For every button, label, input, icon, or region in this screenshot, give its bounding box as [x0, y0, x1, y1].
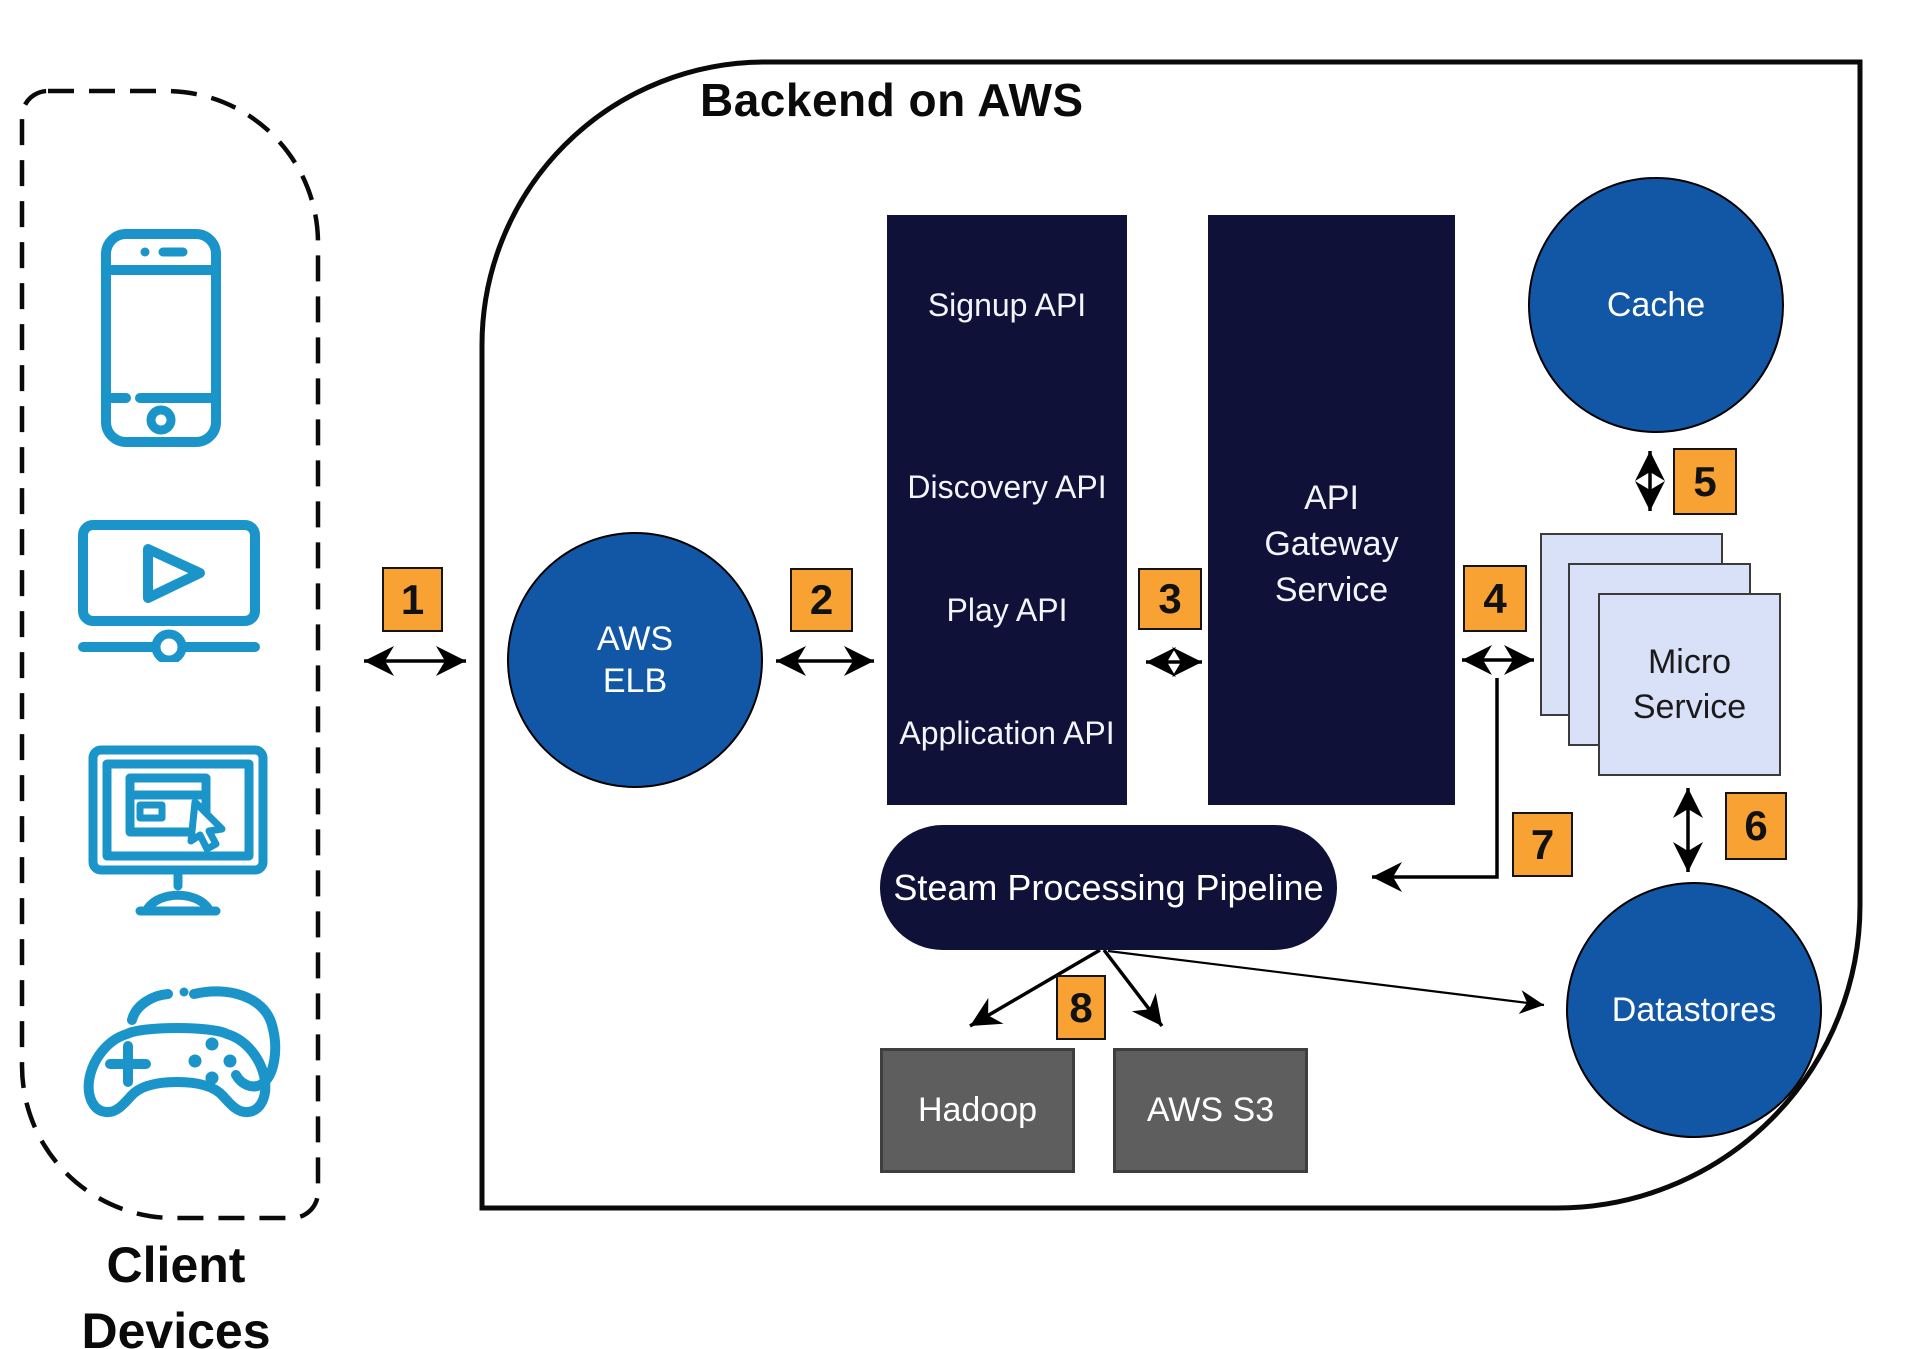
step-badge-7: 7 [1512, 812, 1573, 877]
step-badge-4: 4 [1463, 565, 1527, 632]
discovery-api-label: Discovery API [907, 469, 1107, 505]
step-badge-2: 2 [790, 568, 853, 632]
step-badge-3: 3 [1138, 568, 1202, 630]
api-gateway-box: API Gateway Service [1208, 215, 1455, 805]
backend-title: Backend on AWS [700, 74, 1084, 126]
step-badge-1: 1 [382, 567, 443, 632]
arrow-7-micro-pipeline [1372, 678, 1499, 892]
aws-elb-label: AWS ELB [597, 618, 673, 703]
play-api-label: Play API [946, 592, 1068, 628]
datastores-label: Datastores [1611, 990, 1777, 1029]
client-devices-label: Client Devices [26, 1232, 326, 1349]
smartphone-icon [101, 229, 221, 447]
client-label-line1: Client [106, 1237, 246, 1293]
hadoop-label: Hadoop [917, 1091, 1038, 1129]
aws-elb-node: AWS ELB [507, 532, 763, 788]
step-badge-5: 5 [1673, 448, 1737, 515]
hadoop-node: Hadoop [880, 1048, 1075, 1173]
aws-s3-node: AWS S3 [1113, 1048, 1308, 1173]
apis-box: Signup API Discovery API Play API Applic… [887, 215, 1127, 805]
micro-service-label: Micro Service [1632, 643, 1747, 726]
arrow-8-pipeline-hadoop [969, 948, 1101, 1028]
backend-container [479, 59, 1863, 1211]
client-devices-container [19, 88, 321, 1221]
steam-processing-pipeline-node: Steam Processing Pipeline [880, 825, 1337, 950]
arrow-pipeline-datastores [1107, 949, 1545, 1014]
signup-api-label: Signup API [927, 287, 1087, 323]
desktop-browser-icon [88, 745, 268, 916]
video-player-icon [78, 520, 260, 662]
gamepad-icon [83, 986, 281, 1118]
application-api-label: Application API [899, 715, 1115, 751]
aws-s3-label: AWS S3 [1146, 1091, 1275, 1129]
arrow-8-pipeline-s3 [1102, 948, 1164, 1028]
cache-label: Cache [1606, 285, 1706, 324]
micro-service-card-front: Micro Service [1598, 593, 1781, 776]
aws-elb-line1: AWS [596, 619, 674, 658]
step-badge-8: 8 [1056, 975, 1106, 1040]
cache-node: Cache [1528, 177, 1784, 433]
datastores-node: Datastores [1566, 882, 1822, 1138]
steam-processing-pipeline-label: Steam Processing Pipeline [893, 866, 1324, 908]
api-gateway-label: API Gateway Service [1264, 479, 1399, 609]
aws-elb-line2: ELB [602, 662, 668, 700]
step-badge-6: 6 [1725, 792, 1787, 860]
client-label-line2: Devices [81, 1303, 271, 1349]
